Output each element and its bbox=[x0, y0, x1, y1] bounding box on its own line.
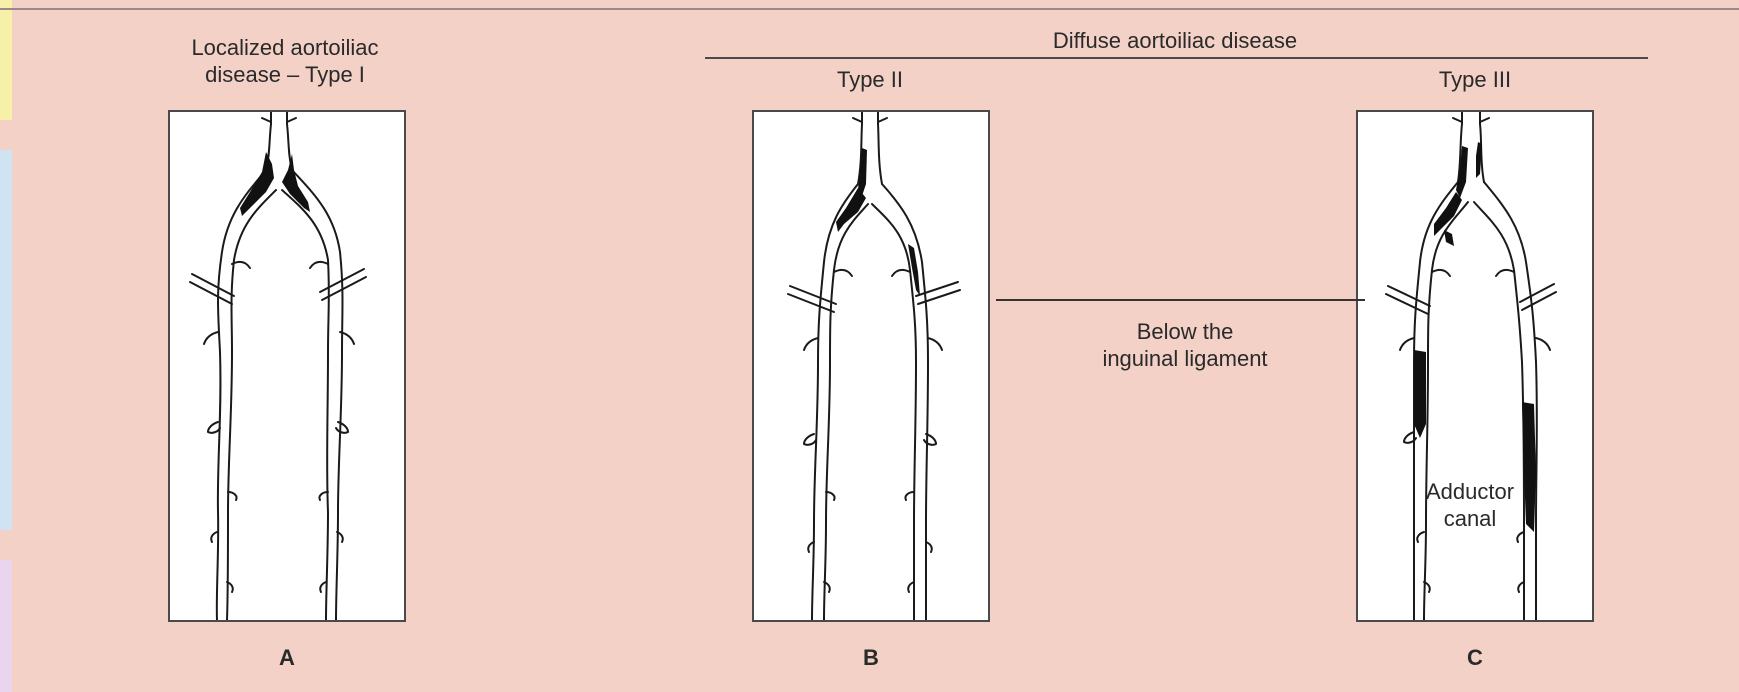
panel-c-letter: C bbox=[1455, 644, 1495, 671]
right-iliac-femoral-wall bbox=[872, 204, 916, 620]
internal-iliac-branch bbox=[310, 262, 328, 268]
panel-b-letter: B bbox=[851, 644, 891, 671]
diffuse-group-heading: Diffuse aortoiliac disease bbox=[980, 27, 1370, 54]
geniculate-branch bbox=[804, 434, 816, 445]
adductor-canal-label: Adductor canal bbox=[1410, 478, 1530, 532]
panel-b-heading: Type II bbox=[800, 66, 940, 93]
profunda-branch bbox=[204, 332, 218, 344]
left-iliac-femoral-wall bbox=[812, 184, 858, 620]
internal-iliac-branch bbox=[892, 270, 910, 276]
inguinal-marker bbox=[916, 282, 958, 296]
panel-c-heading: Type III bbox=[1405, 66, 1545, 93]
left-iliac-femoral-wall bbox=[824, 204, 868, 620]
right-iliac-femoral-wall bbox=[292, 170, 343, 620]
right-iliac-femoral-wall bbox=[1484, 182, 1537, 620]
panel-a-heading: Localized aortoiliac disease – Type I bbox=[150, 34, 420, 88]
panel-b-angiogram bbox=[752, 110, 990, 622]
aorta-branch bbox=[1480, 118, 1489, 122]
inguinal-marker bbox=[190, 282, 232, 304]
left-iliac-femoral-wall bbox=[1424, 202, 1468, 620]
plaque-left-femoral bbox=[1414, 350, 1426, 438]
inguinal-marker bbox=[1386, 294, 1428, 314]
aorta-branch bbox=[878, 118, 887, 122]
page-edge-tint bbox=[0, 560, 12, 692]
left-iliac-femoral-wall bbox=[227, 190, 276, 620]
aorta-branch bbox=[1453, 118, 1462, 122]
aorta-branch bbox=[287, 118, 296, 122]
plaque-iliac-focal bbox=[1444, 230, 1454, 246]
page-edge-tint bbox=[0, 150, 12, 530]
geniculate-branch bbox=[1417, 532, 1424, 542]
inguinal-marker bbox=[192, 274, 234, 296]
inguinal-pointer-line bbox=[996, 299, 1365, 301]
tibial-branch bbox=[320, 582, 326, 592]
inguinal-marker bbox=[788, 294, 834, 312]
plaque-bifurcation bbox=[240, 152, 274, 216]
internal-iliac-branch bbox=[1496, 270, 1514, 276]
vessel-tree-c bbox=[1358, 112, 1592, 620]
profunda-branch bbox=[1536, 338, 1550, 350]
top-rule bbox=[0, 8, 1739, 10]
geniculate-branch bbox=[336, 422, 348, 433]
geniculate-branch bbox=[228, 492, 237, 500]
profunda-branch bbox=[1400, 338, 1414, 350]
internal-iliac-branch bbox=[232, 262, 250, 268]
panel-a-heading-line1: Localized aortoiliac bbox=[150, 34, 420, 61]
adductor-canal-line1: Adductor bbox=[1410, 478, 1530, 505]
geniculate-branch bbox=[905, 492, 914, 500]
internal-iliac-branch bbox=[834, 270, 852, 276]
profunda-branch bbox=[928, 338, 942, 350]
adductor-canal-line2: canal bbox=[1410, 505, 1530, 532]
panel-a-heading-line2: disease – Type I bbox=[150, 61, 420, 88]
inguinal-label-line1: Below the bbox=[1060, 318, 1310, 345]
internal-iliac-branch bbox=[1432, 270, 1450, 276]
panel-a-angiogram bbox=[168, 110, 406, 622]
geniculate-branch bbox=[924, 434, 936, 445]
aorta-branch bbox=[853, 118, 862, 122]
left-iliac-femoral-wall bbox=[217, 170, 266, 620]
vessel-tree-b bbox=[754, 112, 988, 620]
inguinal-marker bbox=[790, 286, 836, 304]
panel-a-letter: A bbox=[267, 644, 307, 671]
inguinal-marker bbox=[1388, 286, 1430, 306]
right-iliac-femoral-wall bbox=[282, 190, 329, 620]
geniculate-branch bbox=[211, 532, 217, 542]
vessel-tree-a bbox=[170, 112, 404, 620]
inguinal-label-line2: inguinal ligament bbox=[1060, 345, 1310, 372]
group-heading-rule bbox=[705, 57, 1648, 59]
plaque-aorta bbox=[1456, 146, 1468, 198]
panel-c-angiogram bbox=[1356, 110, 1594, 622]
aorta-branch bbox=[262, 118, 271, 122]
inguinal-marker bbox=[1520, 284, 1554, 302]
profunda-branch bbox=[804, 338, 818, 350]
page-edge-tint bbox=[0, 0, 12, 120]
geniculate-branch bbox=[1517, 532, 1524, 542]
geniculate-branch bbox=[208, 422, 220, 433]
right-iliac-femoral-wall bbox=[1474, 202, 1524, 620]
inguinal-marker bbox=[1522, 292, 1556, 310]
inguinal-ligament-label: Below the inguinal ligament bbox=[1060, 318, 1310, 372]
